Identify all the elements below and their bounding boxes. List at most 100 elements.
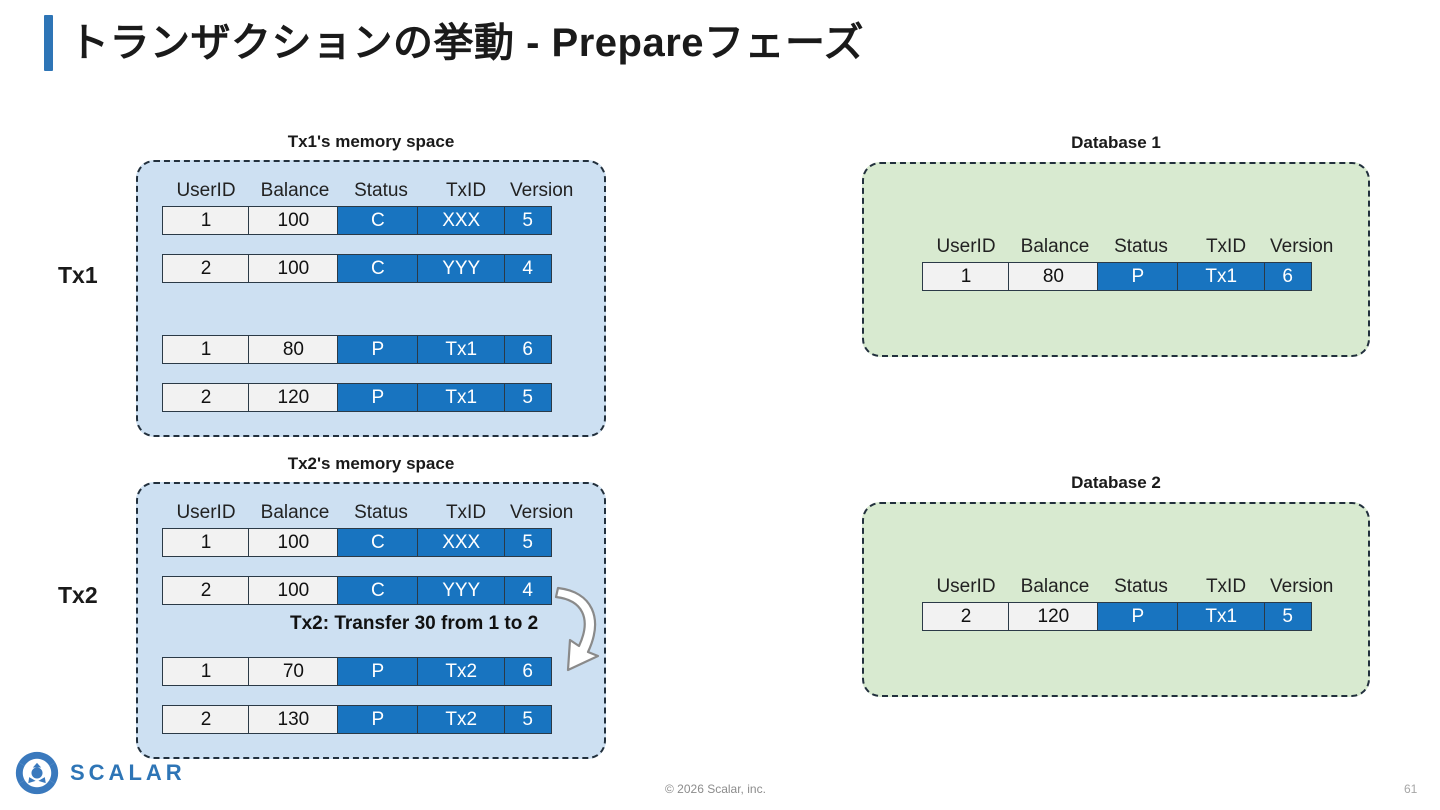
cell-balance: 70 (248, 657, 339, 686)
cell-userid: 1 (922, 262, 1010, 291)
tx1-label: Tx1 (58, 262, 98, 288)
column-header-balance: Balance (260, 180, 330, 201)
tx2-transfer-note: Tx2: Transfer 30 from 1 to 2 (290, 613, 539, 634)
cell-txid: Tx1 (1177, 602, 1266, 631)
tx2-table: UserID Balance Status TxID Version 1 100… (162, 496, 574, 734)
cell-status: C (336, 254, 419, 283)
cell-status: P (1096, 602, 1179, 631)
cell-userid: 2 (162, 254, 250, 283)
scalar-logo: SCALAR (14, 750, 186, 796)
column-header-txid: TxID (1205, 236, 1247, 257)
cell-txid: Tx2 (417, 705, 506, 734)
cell-status: P (336, 657, 419, 686)
column-header-status: Status (1114, 576, 1168, 597)
database1-table: UserID Balance Status TxID Version 1 80 … (922, 230, 1334, 291)
cell-balance: 100 (248, 576, 339, 605)
tx2-memory-panel-title: Tx2's memory space (287, 454, 455, 473)
table-row: 2 130 P Tx2 5 (162, 705, 558, 734)
cell-balance: 120 (1008, 602, 1099, 631)
table-row: 1 100 C XXX 5 (162, 206, 558, 235)
cell-txid: YYY (417, 576, 506, 605)
cell-txid: Tx2 (417, 657, 506, 686)
cell-txid: YYY (417, 254, 506, 283)
cell-version: 4 (503, 576, 552, 605)
scalar-logo-icon (15, 751, 59, 795)
column-header-txid: TxID (445, 502, 487, 523)
cell-txid: Tx1 (1177, 262, 1266, 291)
table-row: 2 120 P Tx1 5 (922, 602, 1318, 631)
column-header-balance: Balance (1020, 576, 1090, 597)
database2-table-header: UserID Balance Status TxID Version (922, 570, 1334, 597)
database1-panel (862, 162, 1370, 357)
cell-userid: 1 (162, 335, 250, 364)
column-header-version: Version (1270, 236, 1334, 257)
cell-txid: XXX (417, 206, 506, 235)
column-header-userid: UserID (936, 576, 996, 597)
cell-version: 5 (1263, 602, 1312, 631)
cell-userid: 1 (162, 657, 250, 686)
column-header-txid: TxID (445, 180, 487, 201)
table-row: 2 100 C YYY 4 (162, 576, 558, 605)
column-header-userid: UserID (936, 236, 996, 257)
cell-status: P (336, 383, 419, 412)
page-number: 61 (1404, 782, 1418, 796)
column-header-version: Version (510, 502, 574, 523)
cell-status: C (336, 528, 419, 557)
table-row: 2 100 C YYY 4 (162, 254, 558, 283)
table-row: 1 80 P Tx1 6 (162, 335, 558, 364)
table-row: 2 120 P Tx1 5 (162, 383, 558, 412)
tx1-table-header: UserID Balance Status TxID Version (162, 174, 574, 201)
cell-balance: 100 (248, 528, 339, 557)
cell-version: 6 (503, 657, 552, 686)
column-header-userid: UserID (176, 180, 236, 201)
cell-status: C (336, 206, 419, 235)
database2-table: UserID Balance Status TxID Version 2 120… (922, 570, 1334, 631)
column-header-status: Status (354, 180, 408, 201)
page-title: トランザクションの挙動 - Prepareフェーズ (69, 21, 865, 65)
curved-arrow-icon (554, 586, 600, 672)
cell-userid: 2 (162, 705, 250, 734)
copyright-text: © 2026 Scalar, inc. (665, 782, 766, 796)
table-row: 1 70 P Tx2 6 (162, 657, 558, 686)
cell-status: C (336, 576, 419, 605)
tx1-table: UserID Balance Status TxID Version 1 100… (162, 174, 574, 412)
tx1-memory-panel-title: Tx1's memory space (287, 132, 455, 151)
cell-userid: 2 (162, 383, 250, 412)
cell-status: P (336, 335, 419, 364)
cell-txid: Tx1 (417, 383, 506, 412)
database2-panel-title: Database 2 (1071, 473, 1161, 492)
cell-balance: 100 (248, 254, 339, 283)
table-row: 1 80 P Tx1 6 (922, 262, 1318, 291)
cell-status: P (1096, 262, 1179, 291)
cell-txid: Tx1 (417, 335, 506, 364)
cell-version: 5 (503, 383, 552, 412)
cell-balance: 100 (248, 206, 339, 235)
cell-version: 6 (503, 335, 552, 364)
database1-panel-title: Database 1 (1071, 133, 1161, 152)
cell-txid: XXX (417, 528, 506, 557)
column-header-balance: Balance (1020, 236, 1090, 257)
column-header-userid: UserID (176, 502, 236, 523)
cell-userid: 1 (162, 528, 250, 557)
cell-userid: 2 (162, 576, 250, 605)
cell-balance: 80 (1008, 262, 1099, 291)
column-header-status: Status (1114, 236, 1168, 257)
column-header-txid: TxID (1205, 576, 1247, 597)
cell-balance: 80 (248, 335, 339, 364)
column-header-status: Status (354, 502, 408, 523)
cell-balance: 130 (248, 705, 339, 734)
cell-version: 6 (1263, 262, 1312, 291)
column-header-version: Version (510, 180, 574, 201)
cell-status: P (336, 705, 419, 734)
cell-version: 5 (503, 528, 552, 557)
tx2-table-header: UserID Balance Status TxID Version (162, 496, 574, 523)
cell-version: 5 (503, 206, 552, 235)
title-accent-bar (44, 15, 53, 71)
column-header-version: Version (1270, 576, 1334, 597)
database1-table-header: UserID Balance Status TxID Version (922, 230, 1334, 257)
cell-version: 4 (503, 254, 552, 283)
slide-title: トランザクションの挙動 - Prepareフェーズ (44, 12, 864, 74)
cell-balance: 120 (248, 383, 339, 412)
column-header-balance: Balance (260, 502, 330, 523)
cell-userid: 1 (162, 206, 250, 235)
